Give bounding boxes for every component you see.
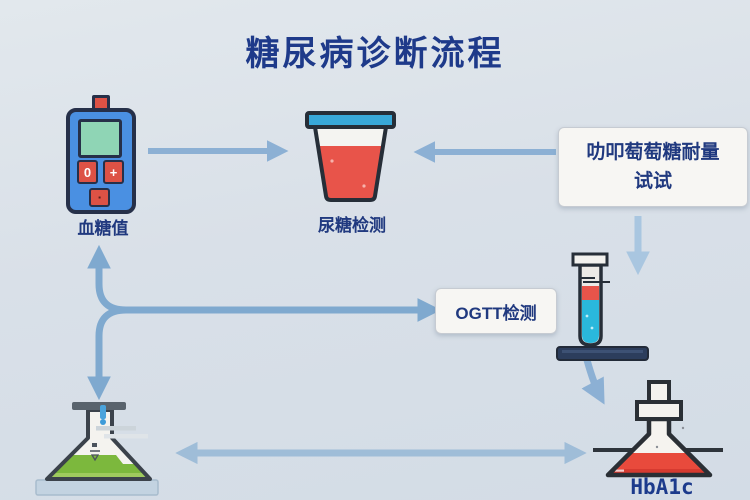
- glucose-meter-icon: 0 + ▪: [62, 95, 142, 219]
- green-flask-icon: [35, 402, 159, 496]
- urine-cup-label: 尿糖检测: [318, 216, 386, 235]
- tube-red-band: [582, 286, 599, 300]
- flask-cap: [647, 380, 671, 406]
- arrow-testtube-to-hba1c: [581, 359, 605, 405]
- cup-rim: [305, 111, 396, 129]
- tolerance-line1: 叻叩萄萄糖耐量: [586, 141, 720, 163]
- urine-cup-icon: [305, 111, 396, 202]
- glucose-meter-label: 血糖值: [77, 219, 129, 238]
- arrow-branch-down-to-flask: [87, 306, 127, 401]
- dropper: [100, 405, 106, 419]
- ogtt-label: OGTT检测: [455, 303, 537, 323]
- clamp-bar-2: [104, 434, 148, 439]
- clamp-bar-1: [96, 426, 136, 431]
- green-liquid: [49, 455, 147, 477]
- meter-button-plus: +: [103, 160, 124, 184]
- tube-stand: [556, 346, 649, 361]
- hba1c-label: HbA1c: [630, 475, 694, 499]
- urine-liquid: [319, 146, 382, 199]
- flask-collar: [635, 400, 683, 421]
- page-title: 糖尿病诊断流程: [245, 35, 505, 73]
- arrow-branch-up-to-meter: [87, 244, 426, 314]
- meter-button-zero: 0: [77, 160, 98, 184]
- test-tube-icon: [556, 252, 649, 361]
- meter-screen: [78, 119, 122, 158]
- hba1c-flask-icon: [593, 380, 723, 478]
- meter-body: 0 + ▪: [66, 108, 136, 214]
- tolerance-line2: 试试: [633, 171, 672, 192]
- dropper-drop: [100, 419, 106, 425]
- red-liquid: [611, 453, 707, 473]
- meter-button-dot: ▪: [89, 188, 110, 207]
- tube-rim: [571, 252, 609, 267]
- flask-top-plate: [72, 402, 126, 410]
- tube-holder-clip: [579, 277, 610, 283]
- glucose-tolerance-box: 叻叩萄萄糖耐量 试试: [558, 127, 748, 207]
- ogtt-box: OGTT检测: [435, 288, 557, 334]
- tube-cyan-liquid: [582, 300, 599, 343]
- flask-base-tray: [35, 479, 159, 496]
